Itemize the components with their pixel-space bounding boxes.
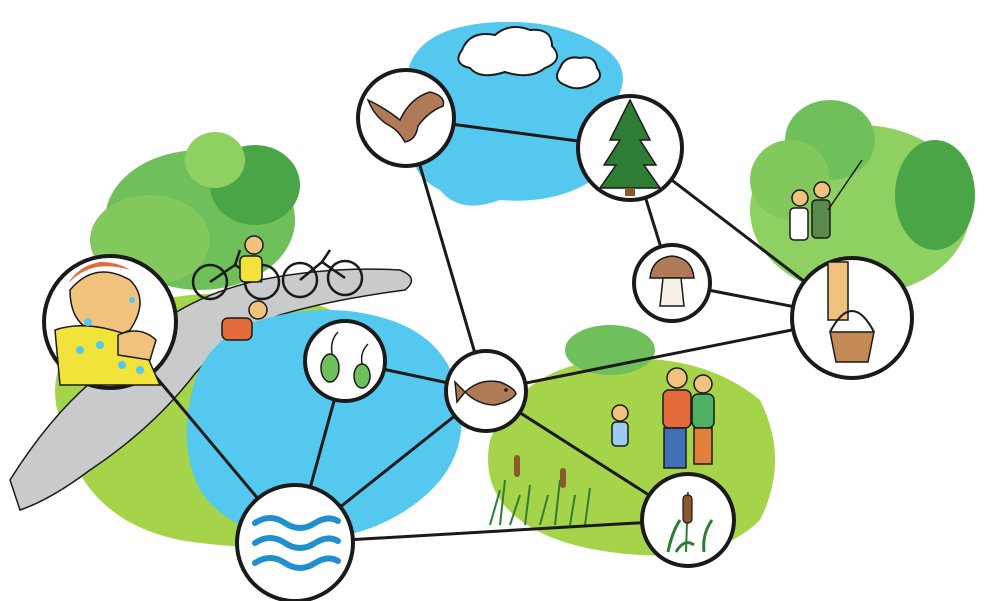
- left-bushes: [90, 132, 300, 290]
- node-plankton[interactable]: [303, 319, 387, 403]
- node-fish[interactable]: [444, 349, 528, 433]
- fish-icon: [454, 379, 517, 406]
- bird-icon: [366, 91, 445, 143]
- water-icon: [252, 515, 341, 571]
- cloud-large: [457, 25, 559, 77]
- fishers: [789, 159, 863, 241]
- cloud-small: [555, 56, 602, 90]
- node-cattail[interactable]: [640, 472, 736, 568]
- node-mushroom[interactable]: [632, 243, 712, 323]
- reed-heads: [514, 455, 566, 488]
- node-person[interactable]: [42, 254, 178, 390]
- node-water[interactable]: [235, 483, 355, 601]
- plankton-icon: [320, 331, 371, 389]
- node-basket[interactable]: [790, 256, 914, 380]
- person-washing-icon: [54, 262, 162, 386]
- reeds: [489, 479, 591, 526]
- mushroom-icon: [649, 255, 695, 307]
- link-fish-basket: [485, 316, 853, 393]
- tree-icon: [598, 98, 662, 196]
- lake: [186, 310, 462, 540]
- node-tree[interactable]: [576, 94, 684, 202]
- node-bird[interactable]: [356, 68, 456, 168]
- link-water-cattail: [294, 518, 689, 545]
- right-bushes: [750, 100, 975, 295]
- basket-icon: [827, 261, 875, 363]
- family: [611, 367, 715, 469]
- cyclist-person: [221, 235, 268, 341]
- sky-area: [401, 21, 623, 206]
- cattail-icon: [666, 491, 714, 553]
